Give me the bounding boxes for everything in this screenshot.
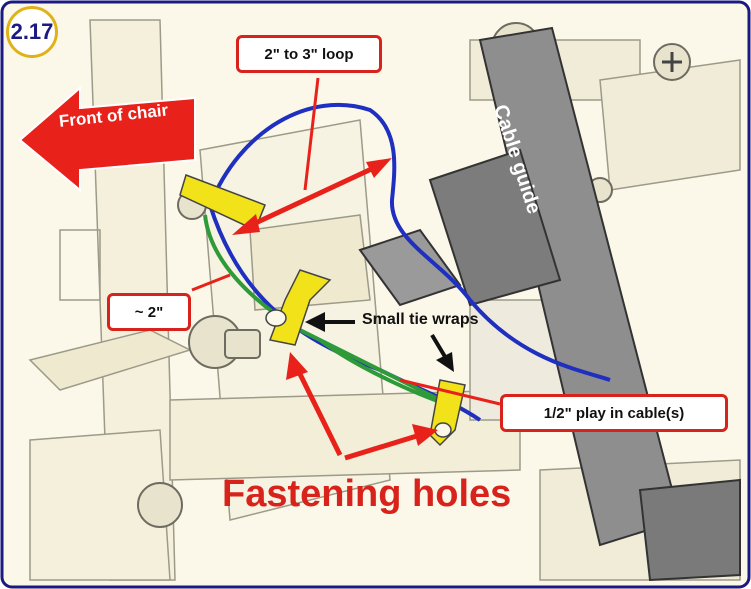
loop-callout: 2" to 3" loop: [236, 35, 382, 73]
chair-frame-lineart: [28, 19, 741, 581]
front-of-chair-arrow: [18, 85, 196, 193]
approx-callout: ~ 2": [107, 293, 191, 331]
small-tie-wraps-label: Small tie wraps: [362, 311, 479, 328]
play-callout: 1/2" play in cable(s): [500, 394, 728, 432]
fastening-holes-label: Fastening holes: [222, 473, 512, 515]
step-number-badge: 2.17: [6, 6, 58, 58]
fastening-hole: [265, 309, 287, 327]
indicator-arrows: [191, 77, 501, 461]
bolt-details: [137, 22, 691, 528]
green-cable: [203, 214, 451, 407]
tie-wrap-arrows: [305, 312, 454, 372]
tie-wrap-middle: [268, 269, 332, 346]
